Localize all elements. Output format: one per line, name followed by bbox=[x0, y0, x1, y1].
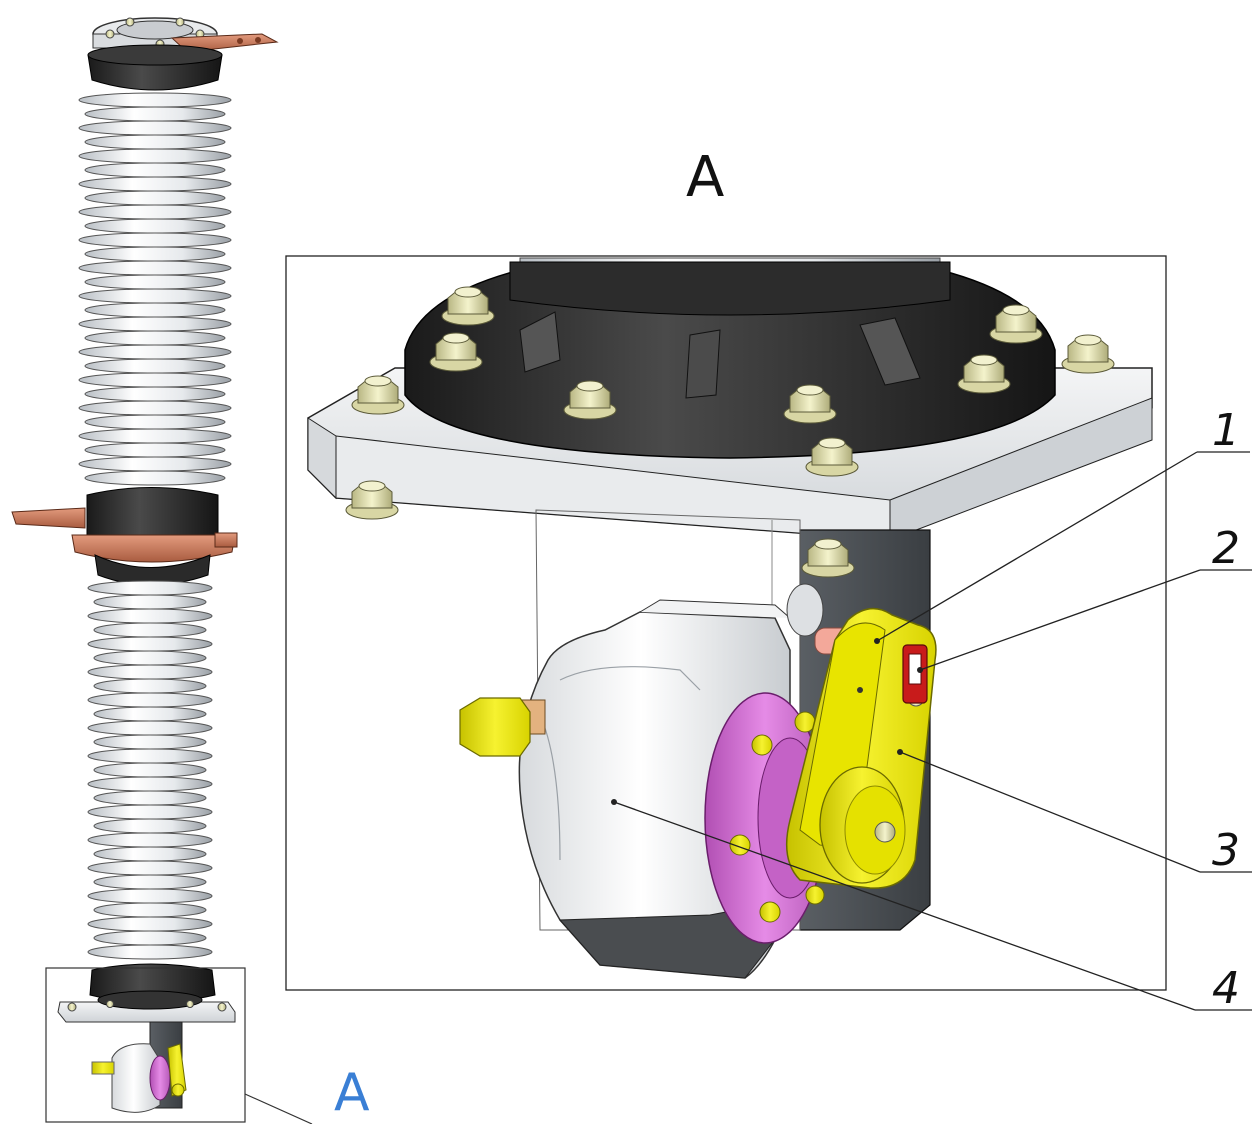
insulator-shed bbox=[84, 386, 226, 402]
upper-insulator-sheds bbox=[78, 92, 232, 486]
insulator-shed bbox=[78, 176, 232, 192]
insulator-shed bbox=[87, 608, 213, 624]
insulator-shed bbox=[93, 930, 207, 946]
insulator-shed bbox=[93, 846, 207, 862]
insulator-shed bbox=[93, 790, 207, 806]
detail-marker-leader bbox=[244, 1093, 313, 1124]
insulator-shed bbox=[84, 470, 226, 486]
insulator-shed bbox=[84, 274, 226, 290]
insulator-shed bbox=[87, 944, 213, 960]
insulator-shed bbox=[78, 232, 232, 248]
counter-window bbox=[902, 644, 928, 704]
callout-number-1: 1 bbox=[1212, 405, 1240, 456]
hex-bolt bbox=[345, 480, 399, 520]
hex-bolt bbox=[1061, 334, 1115, 374]
insulator-shed bbox=[93, 818, 207, 834]
insulator-shed bbox=[78, 316, 232, 332]
insulator-shed bbox=[78, 92, 232, 108]
insulator-shed bbox=[84, 330, 226, 346]
insulator-shed bbox=[78, 120, 232, 136]
insulator-shed bbox=[87, 832, 213, 848]
hex-bolt bbox=[957, 354, 1011, 394]
insulator-shed bbox=[84, 442, 226, 458]
callout-leaders bbox=[611, 451, 1252, 1011]
insulator-shed bbox=[87, 692, 213, 708]
insulator-shed bbox=[84, 162, 226, 178]
insulator-shed bbox=[87, 916, 213, 932]
callout-number-3: 3 bbox=[1212, 825, 1240, 876]
hex-bolt bbox=[989, 304, 1043, 344]
lower-insulator-sheds bbox=[87, 580, 213, 960]
flange-bolts bbox=[345, 286, 1115, 578]
insulator-shed bbox=[87, 636, 213, 652]
insulator-shed bbox=[78, 204, 232, 220]
insulator-shed bbox=[87, 748, 213, 764]
insulator-shed bbox=[78, 372, 232, 388]
insulator-shed bbox=[84, 134, 226, 150]
insulator-shed bbox=[87, 860, 213, 876]
hex-bolt bbox=[801, 538, 855, 578]
callout-number-2: 2 bbox=[1212, 523, 1240, 574]
hex-bolt bbox=[441, 286, 495, 326]
insulator-shed bbox=[93, 678, 207, 694]
insulator-shed bbox=[93, 734, 207, 750]
insulator-shed bbox=[93, 874, 207, 890]
insulator-shed bbox=[78, 344, 232, 360]
hex-bolt bbox=[429, 332, 483, 372]
insulator-shed bbox=[78, 260, 232, 276]
full-bushing-view bbox=[11, 17, 279, 1003]
insulator-shed bbox=[84, 414, 226, 430]
callout-number-4: 4 bbox=[1212, 963, 1240, 1014]
hex-bolt bbox=[783, 384, 837, 424]
insulator-shed bbox=[78, 428, 232, 444]
insulator-shed bbox=[78, 288, 232, 304]
lever bbox=[785, 607, 937, 889]
insulator-shed bbox=[93, 622, 207, 638]
insulator-shed bbox=[84, 106, 226, 122]
insulator-shed bbox=[84, 190, 226, 206]
insulator-shed bbox=[87, 804, 213, 820]
insulator-shed bbox=[93, 650, 207, 666]
insulator-shed bbox=[93, 902, 207, 918]
insulator-shed bbox=[87, 720, 213, 736]
middle-flange bbox=[11, 487, 238, 586]
insulator-shed bbox=[78, 456, 232, 472]
insulator-shed bbox=[78, 148, 232, 164]
insulator-shed bbox=[84, 358, 226, 374]
insulator-shed bbox=[87, 664, 213, 680]
insulator-shed bbox=[87, 776, 213, 792]
hex-bolt bbox=[805, 437, 859, 477]
insulator-shed bbox=[84, 246, 226, 262]
insulator-shed bbox=[93, 706, 207, 722]
insulator-shed bbox=[87, 888, 213, 904]
insulator-shed bbox=[93, 762, 207, 778]
black-flange bbox=[404, 261, 1056, 459]
insulator-shed bbox=[78, 400, 232, 416]
hex-bolt bbox=[563, 380, 617, 420]
callout-numbers: 1 2 3 4 bbox=[1212, 405, 1240, 1014]
insulator-shed bbox=[93, 594, 207, 610]
insulator-shed bbox=[84, 302, 226, 318]
detail-view-assembly bbox=[307, 257, 1153, 979]
insulator-shed bbox=[84, 218, 226, 234]
detail-marker-box bbox=[45, 967, 246, 1123]
insulator-shed bbox=[87, 580, 213, 596]
hex-connector bbox=[459, 697, 546, 757]
detail-view-title: A bbox=[686, 145, 724, 210]
detail-marker-letter: A bbox=[334, 1063, 370, 1123]
hex-bolt bbox=[351, 375, 405, 415]
top-flange bbox=[87, 44, 223, 91]
